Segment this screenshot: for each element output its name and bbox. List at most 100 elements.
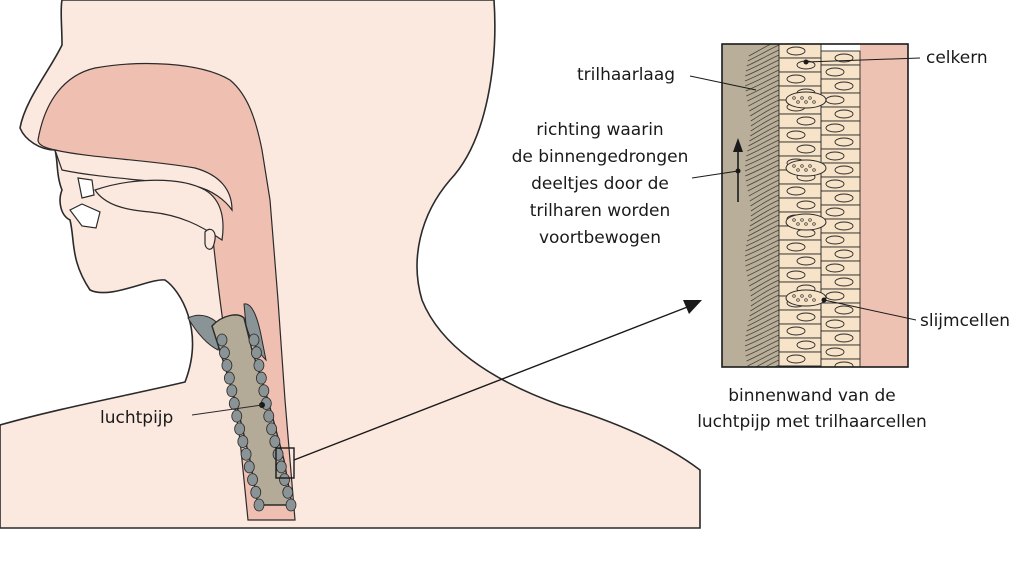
cell (820, 50, 861, 66)
cilium (746, 224, 780, 242)
head-neck-illustration (0, 0, 701, 529)
cilium (745, 164, 780, 182)
mucus-granule (792, 164, 796, 168)
cell (778, 127, 822, 143)
cilium (750, 104, 780, 122)
cell (778, 71, 822, 87)
cell (820, 120, 861, 136)
cell-nucleus (826, 376, 844, 384)
cilium (744, 239, 780, 257)
cilium (750, 99, 780, 117)
cilium (749, 269, 780, 287)
cilium (773, 364, 780, 367)
mucus-granule (804, 100, 808, 104)
cilium (747, 219, 780, 237)
goblet-cell (785, 159, 827, 177)
hard-palate (54, 149, 233, 212)
cell-nucleus (834, 137, 854, 147)
cell (820, 162, 861, 178)
cilium (745, 59, 780, 77)
cell-nucleus (786, 46, 806, 56)
cell-nucleus (825, 123, 845, 133)
cilium (746, 254, 780, 272)
mucus-granule (796, 298, 800, 302)
cilium (745, 339, 780, 357)
cilium (744, 329, 780, 347)
cell-nucleus (796, 116, 816, 126)
cartilage-ring (231, 409, 243, 423)
cartilage-ring (253, 358, 265, 372)
cartilage-ring (251, 346, 262, 360)
goblet-cells (785, 91, 827, 307)
cilium (745, 249, 780, 267)
caption-line: luchtpijp met trilhaarcellen (697, 412, 927, 432)
magnify-arrow (293, 300, 702, 461)
celkern-leader (805, 57, 921, 63)
mucus-granule (796, 168, 800, 172)
cartilage-ring (237, 435, 249, 448)
mucus-granule (812, 222, 816, 226)
cell-nucleus (796, 312, 816, 322)
cell-nucleus (786, 270, 806, 280)
cilium (747, 309, 780, 327)
cell-nucleus (825, 151, 845, 161)
richting-label: richting waarin de binnengedrongen deelt… (512, 120, 689, 248)
richting-line: de binnengedrongen (512, 147, 689, 167)
cell-nucleus (825, 347, 845, 357)
cartilage-ring (228, 397, 240, 410)
cilium (750, 114, 780, 132)
cell-nucleus (834, 333, 854, 343)
cilium (750, 109, 780, 127)
cell (820, 92, 861, 108)
mucus-granule (808, 218, 812, 222)
cilium (744, 69, 780, 87)
caption: binnenwand van de luchtpijp met trilhaar… (697, 386, 927, 432)
cell-nucleus (834, 305, 854, 315)
cartilage-ring (285, 498, 297, 512)
trilhaarlaag-label: trilhaarlaag (577, 65, 675, 85)
cilium (744, 64, 780, 82)
cilium (750, 199, 780, 217)
mucus-granule (792, 294, 796, 298)
cilium (748, 89, 780, 107)
cilium (748, 304, 780, 322)
cell-nucleus (786, 130, 806, 140)
celkern-dot (803, 59, 809, 65)
cartilage-ring (221, 358, 233, 372)
cell (820, 302, 861, 318)
mucus-granule (808, 96, 812, 100)
lower-teeth (69, 203, 101, 229)
cilium (748, 264, 780, 282)
cell (778, 44, 822, 59)
cell-nucleus (834, 81, 854, 91)
cartilage-ring (269, 435, 281, 448)
cartilage-ring (255, 371, 267, 385)
cell-nucleus (825, 291, 845, 301)
cell-nucleus (796, 144, 816, 154)
cilium (749, 209, 780, 227)
richting-line: deeltjes door de (531, 174, 669, 194)
cell (821, 373, 860, 387)
cell (820, 218, 861, 234)
cell (820, 316, 861, 332)
cartilage-ring (250, 485, 262, 499)
goblet-cell (785, 91, 827, 109)
cilium (746, 139, 780, 157)
cartilage-ring (279, 473, 290, 487)
magnified-region-box (275, 447, 295, 479)
cartilage-ring (263, 409, 275, 423)
cell-nucleus (825, 67, 845, 77)
cilium (748, 179, 780, 197)
cilium (745, 54, 780, 72)
submucosa-layer (860, 44, 908, 367)
cilium (748, 129, 780, 147)
cartilage-ring (216, 333, 228, 347)
trachea-cartilage-rings (216, 333, 297, 512)
cilium (747, 259, 780, 277)
mucus-granule (804, 168, 808, 172)
mucus-granule (800, 164, 804, 168)
detail-panel (722, 44, 908, 387)
cilium (746, 344, 780, 362)
cilium (745, 144, 780, 162)
